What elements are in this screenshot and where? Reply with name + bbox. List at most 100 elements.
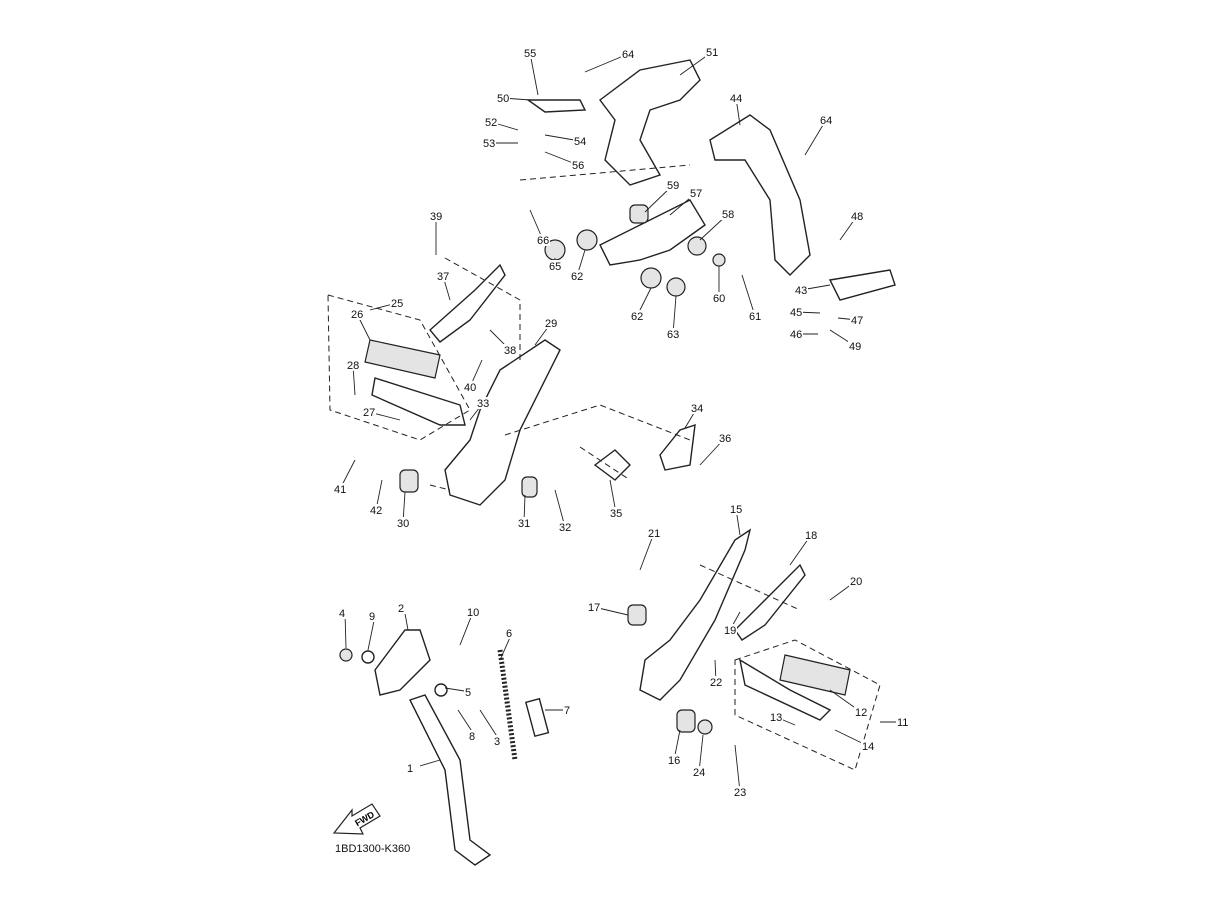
part-24-washer bbox=[697, 719, 713, 735]
callout-64: 64 bbox=[622, 49, 634, 61]
callout-bg bbox=[666, 179, 680, 191]
callout-bg bbox=[493, 735, 507, 747]
callout-10: 10 bbox=[467, 607, 479, 619]
callout-bg bbox=[570, 270, 584, 282]
callout-38: 38 bbox=[504, 345, 516, 357]
callout-23: 23 bbox=[734, 787, 746, 799]
part-footpeg-body bbox=[739, 658, 832, 721]
part-37-heel-guard bbox=[429, 263, 506, 343]
part-35-clamp bbox=[593, 449, 631, 481]
callout-bg bbox=[896, 716, 910, 728]
callout-57: 57 bbox=[690, 188, 702, 200]
callout-32: 32 bbox=[559, 522, 571, 534]
callout-66: 66 bbox=[537, 235, 549, 247]
callout-48: 48 bbox=[851, 211, 863, 223]
callout-47: 47 bbox=[851, 315, 863, 327]
callout-bg bbox=[861, 740, 875, 752]
part-17-bushing bbox=[627, 604, 647, 626]
callout-13: 13 bbox=[770, 712, 782, 724]
callout-bg bbox=[523, 47, 537, 59]
leader-line bbox=[584, 53, 629, 73]
callout-bg bbox=[333, 483, 347, 495]
callout-bg bbox=[849, 575, 863, 587]
callout-bg bbox=[350, 308, 364, 320]
callout-bg bbox=[854, 706, 868, 718]
callout-24: 24 bbox=[693, 767, 705, 779]
callout-bg bbox=[503, 344, 517, 356]
callout-bg bbox=[769, 711, 783, 723]
callout-bg bbox=[630, 310, 644, 322]
callout-3: 3 bbox=[494, 736, 500, 748]
leader-line bbox=[741, 274, 756, 317]
part-31-collar bbox=[521, 476, 538, 498]
callout-7: 7 bbox=[564, 705, 570, 717]
callout-58: 58 bbox=[722, 209, 734, 221]
callout-53: 53 bbox=[483, 138, 495, 150]
callout-bg bbox=[496, 92, 510, 104]
callout-1: 1 bbox=[407, 763, 413, 775]
callout-bg bbox=[609, 507, 623, 519]
callout-bg bbox=[346, 359, 360, 371]
part-18-heel-guard bbox=[734, 563, 806, 641]
part-4-nut bbox=[339, 648, 353, 662]
callout-65: 65 bbox=[549, 261, 561, 273]
callout-bg bbox=[709, 676, 723, 688]
part-16-bushing bbox=[676, 709, 696, 733]
callout-61: 61 bbox=[749, 311, 761, 323]
callout-bg bbox=[804, 529, 818, 541]
callout-59: 59 bbox=[667, 180, 679, 192]
callout-bg bbox=[482, 137, 496, 149]
callout-bg bbox=[429, 210, 443, 222]
part-29-footrest-bracket bbox=[444, 339, 561, 506]
group-11-outline bbox=[734, 639, 881, 771]
leader-line bbox=[698, 734, 704, 773]
callout-bg bbox=[587, 601, 601, 613]
callout-bg bbox=[369, 504, 383, 516]
callout-bg bbox=[571, 159, 585, 171]
callout-28: 28 bbox=[347, 360, 359, 372]
part-15-footrest-bracket bbox=[639, 528, 752, 701]
callout-bg bbox=[368, 610, 382, 622]
callout-bg bbox=[463, 381, 477, 393]
callout-bg bbox=[748, 310, 762, 322]
callout-bg bbox=[667, 754, 681, 766]
part-12-footpeg-rubber bbox=[779, 654, 851, 696]
part-60-washer bbox=[712, 253, 726, 267]
callout-bg bbox=[464, 686, 478, 698]
callout-bg bbox=[476, 397, 490, 409]
callout-56: 56 bbox=[572, 160, 584, 172]
part-9-washer bbox=[361, 650, 375, 664]
fwd-arrow-icon: FWD bbox=[332, 803, 381, 835]
callout-50: 50 bbox=[497, 93, 509, 105]
callout-bg bbox=[733, 786, 747, 798]
callout-44: 44 bbox=[730, 93, 742, 105]
callout-36: 36 bbox=[719, 433, 731, 445]
callout-6: 6 bbox=[506, 628, 512, 640]
callout-bg bbox=[666, 328, 680, 340]
callout-bg bbox=[548, 260, 562, 272]
callout-bg bbox=[436, 270, 450, 282]
callout-62: 62 bbox=[571, 271, 583, 283]
diagram-code: 1BD1300-K360 bbox=[335, 843, 410, 855]
part-2-stand-bracket bbox=[374, 629, 431, 696]
callout-62: 62 bbox=[631, 311, 643, 323]
callout-55: 55 bbox=[524, 48, 536, 60]
callout-bg bbox=[689, 187, 703, 199]
leader-line bbox=[554, 489, 566, 528]
callout-54: 54 bbox=[574, 136, 586, 148]
callout-18: 18 bbox=[805, 530, 817, 542]
callout-21: 21 bbox=[648, 528, 660, 540]
callout-49: 49 bbox=[849, 341, 861, 353]
callout-17: 17 bbox=[588, 602, 600, 614]
callout-4: 4 bbox=[339, 608, 345, 620]
part-6-spring bbox=[497, 649, 518, 761]
callout-14: 14 bbox=[862, 741, 874, 753]
callout-51: 51 bbox=[706, 47, 718, 59]
callout-31: 31 bbox=[518, 518, 530, 530]
callout-27: 27 bbox=[363, 407, 375, 419]
callout-bg bbox=[850, 314, 864, 326]
callout-16: 16 bbox=[668, 755, 680, 767]
callout-bg bbox=[690, 402, 704, 414]
callout-30: 30 bbox=[397, 518, 409, 530]
callout-bg bbox=[563, 704, 577, 716]
